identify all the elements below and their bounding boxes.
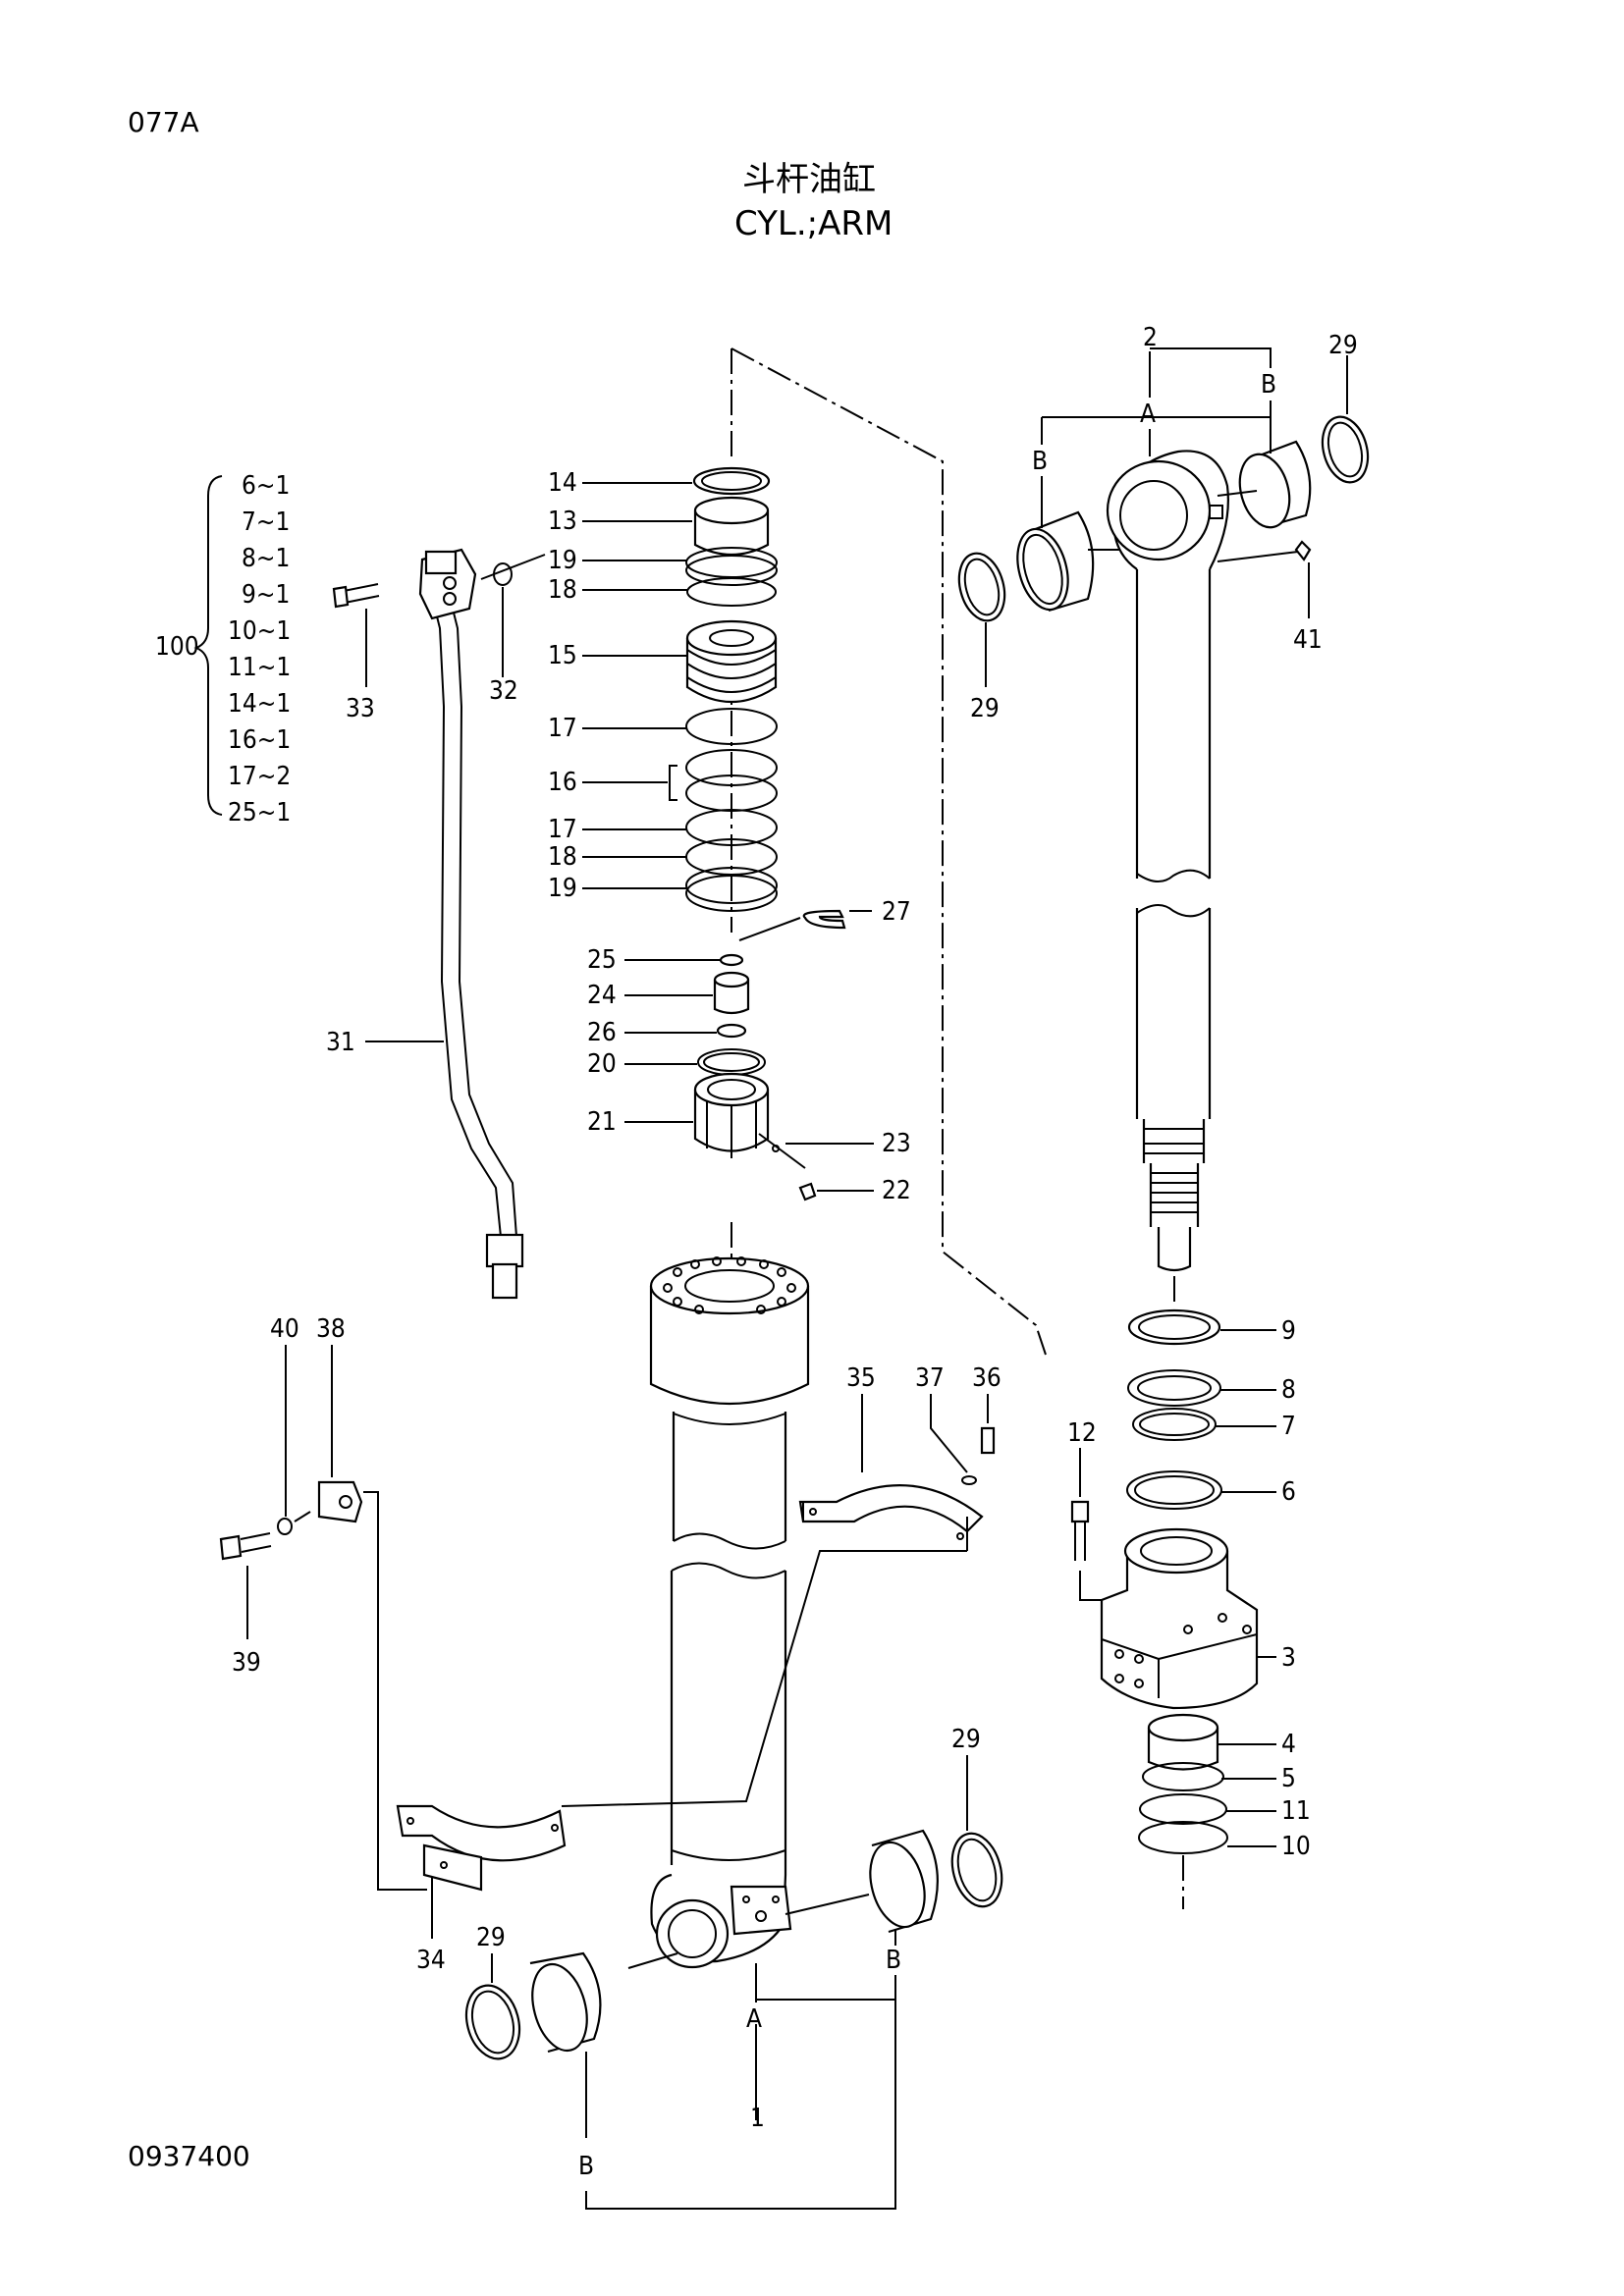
callout-20: 20 bbox=[587, 1049, 617, 1079]
callout-35: 35 bbox=[846, 1363, 876, 1393]
callout-15: 15 bbox=[548, 641, 577, 670]
kit-item: 25~1 bbox=[228, 798, 291, 828]
callout-38: 38 bbox=[316, 1314, 346, 1344]
callout-27: 27 bbox=[882, 897, 911, 927]
pipe-assembly: 33 32 31 bbox=[326, 548, 546, 1300]
kit-item: 6~1 bbox=[242, 471, 290, 501]
kit-item: 7~1 bbox=[242, 507, 290, 537]
callout-19-bottom: 19 bbox=[548, 874, 577, 903]
callout-8: 8 bbox=[1281, 1375, 1296, 1405]
callout-29-top-right: 29 bbox=[1328, 331, 1358, 360]
kit-item: 8~1 bbox=[242, 544, 290, 573]
callout-29-bottom-left: 29 bbox=[476, 1923, 506, 1952]
callout-32: 32 bbox=[489, 676, 518, 706]
callout-18-bottom: 18 bbox=[548, 842, 577, 872]
letter-a-top: A bbox=[1140, 400, 1156, 429]
drawing-number: 0937400 bbox=[128, 2140, 250, 2172]
callout-4: 4 bbox=[1281, 1730, 1296, 1759]
callout-36: 36 bbox=[972, 1363, 1001, 1393]
callout-34: 34 bbox=[416, 1946, 446, 1975]
callout-31: 31 bbox=[326, 1028, 355, 1057]
bracket-assembly: 40 38 39 34 bbox=[219, 1314, 567, 1975]
callout-39: 39 bbox=[232, 1648, 261, 1678]
callout-19-top: 19 bbox=[548, 546, 577, 575]
callout-6: 6 bbox=[1281, 1477, 1296, 1507]
letter-a-bottom: A bbox=[746, 2004, 762, 2034]
callout-40: 40 bbox=[270, 1314, 299, 1344]
title-chinese: 斗杆油缸 bbox=[742, 160, 876, 199]
callout-29-top-left: 29 bbox=[970, 694, 1000, 723]
callout-18-top: 18 bbox=[548, 575, 577, 605]
callout-29-bottom-right: 29 bbox=[951, 1725, 981, 1754]
callout-10: 10 bbox=[1281, 1832, 1311, 1861]
kit-item: 9~1 bbox=[242, 580, 290, 610]
callout-23: 23 bbox=[882, 1129, 911, 1158]
callout-17-bottom: 17 bbox=[548, 815, 577, 844]
callout-17-top: 17 bbox=[548, 714, 577, 743]
kit-item: 10~1 bbox=[228, 616, 291, 646]
kit-item: 16~1 bbox=[228, 725, 291, 755]
callout-3: 3 bbox=[1281, 1643, 1296, 1673]
cylinder-head-stack: 9 8 7 6 12 3 4 5 11 10 bbox=[1067, 1276, 1311, 1909]
callout-1: 1 bbox=[750, 2104, 765, 2133]
callout-14: 14 bbox=[548, 468, 577, 498]
seal-kit-group: 100 6~1 7~1 8~1 9~1 10~1 11~1 14~1 16~1 … bbox=[155, 471, 291, 828]
callout-37: 37 bbox=[915, 1363, 945, 1393]
callout-11: 11 bbox=[1281, 1796, 1311, 1826]
callout-25: 25 bbox=[587, 945, 617, 975]
clamp-upper: 35 37 36 bbox=[561, 1363, 1001, 1807]
callout-13: 13 bbox=[548, 507, 577, 536]
kit-item: 14~1 bbox=[228, 689, 291, 719]
callout-9: 9 bbox=[1281, 1316, 1296, 1346]
callout-22: 22 bbox=[882, 1176, 911, 1205]
kit-item: 11~1 bbox=[228, 653, 291, 682]
title-english: CYL.;ARM bbox=[734, 204, 893, 243]
callout-41: 41 bbox=[1293, 625, 1323, 655]
callout-7: 7 bbox=[1281, 1412, 1296, 1441]
piston-seal-stack: 14 13 19 18 15 17 16 17 18 19 27 25 24 2… bbox=[548, 347, 1047, 1356]
letter-b-bottom-right: B bbox=[886, 1946, 901, 1975]
letter-b-top-left: B bbox=[1032, 447, 1048, 476]
letter-b-top-right: B bbox=[1261, 370, 1276, 400]
callout-2: 2 bbox=[1143, 323, 1158, 352]
callout-16: 16 bbox=[548, 768, 577, 797]
callout-24: 24 bbox=[587, 981, 617, 1010]
callout-33: 33 bbox=[346, 694, 375, 723]
callout-12: 12 bbox=[1067, 1418, 1097, 1448]
kit-item: 17~2 bbox=[228, 762, 291, 791]
callout-26: 26 bbox=[587, 1018, 617, 1047]
bottom-pin-bushings: 29 29 B B A 1 bbox=[464, 1725, 1003, 2210]
piston-rod: 41 2 A B B 29 29 bbox=[957, 323, 1370, 1272]
callout-5: 5 bbox=[1281, 1764, 1296, 1793]
letter-b-bottom-left: B bbox=[578, 2152, 594, 2181]
cylinder-tube bbox=[649, 1256, 810, 1969]
page-code: 077A bbox=[128, 106, 199, 138]
callout-21: 21 bbox=[587, 1107, 617, 1137]
kit-number: 100 bbox=[155, 632, 199, 662]
